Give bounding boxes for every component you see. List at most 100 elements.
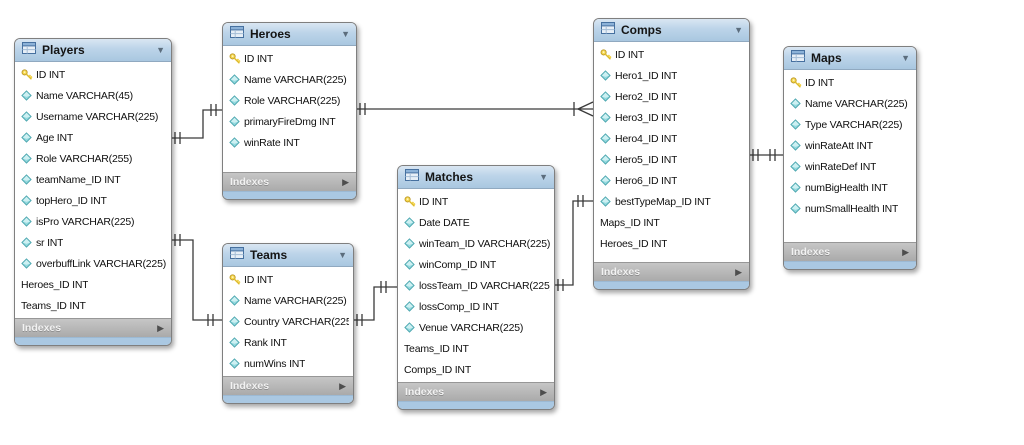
column-row[interactable]: Role VARCHAR(255) — [15, 148, 171, 169]
column-row[interactable]: Heroes_ID INT — [15, 274, 171, 295]
column-definition: overbuffLink VARCHAR(225) — [36, 257, 167, 270]
column-row[interactable]: Heroes_ID INT — [594, 233, 749, 254]
table-header[interactable]: Matches ▼ — [398, 166, 554, 189]
column-diamond-icon — [229, 295, 244, 306]
column-row[interactable]: ID INT — [223, 48, 356, 69]
column-row[interactable]: ID INT — [15, 64, 171, 85]
collapse-arrow-icon[interactable]: ▼ — [156, 44, 165, 55]
expand-arrow-icon[interactable]: ▶ — [339, 380, 346, 391]
column-row[interactable]: sr INT — [15, 232, 171, 253]
column-diamond-icon — [229, 337, 244, 348]
collapse-arrow-icon[interactable]: ▼ — [341, 28, 350, 39]
column-row[interactable]: Teams_ID INT — [15, 295, 171, 316]
column-row[interactable]: teamName_ID INT — [15, 169, 171, 190]
column-row[interactable]: Name VARCHAR(45) — [15, 85, 171, 106]
column-row[interactable]: Maps_ID INT — [594, 212, 749, 233]
column-row[interactable]: Name VARCHAR(225) — [784, 93, 916, 114]
expand-arrow-icon[interactable]: ▶ — [540, 386, 547, 397]
column-diamond-icon — [21, 237, 36, 248]
column-row[interactable]: Date DATE — [398, 212, 554, 233]
column-row[interactable]: bestTypeMap_ID INT — [594, 191, 749, 212]
indexes-bar[interactable]: Indexes▶ — [223, 172, 356, 191]
column-row[interactable]: winRate INT — [223, 132, 356, 153]
expand-arrow-icon[interactable]: ▶ — [735, 266, 742, 277]
column-row[interactable]: Hero2_ID INT — [594, 86, 749, 107]
column-row[interactable]: winRateAtt INT — [784, 135, 916, 156]
relationship-matches-comps[interactable] — [553, 195, 593, 291]
table-header[interactable]: Heroes▼ — [223, 23, 356, 46]
indexes-bar[interactable]: Indexes▶ — [223, 376, 353, 395]
column-row[interactable]: Role VARCHAR(225) — [223, 90, 356, 111]
column-row[interactable]: numBigHealth INT — [784, 177, 916, 198]
column-definition: lossTeam_ID VARCHAR(225) — [419, 279, 550, 292]
column-row[interactable]: ID INT — [398, 191, 554, 212]
column-row[interactable]: numSmallHealth INT — [784, 198, 916, 219]
column-row[interactable]: lossComp_ID INT — [398, 296, 554, 317]
table-title: Matches — [425, 170, 474, 184]
column-definition: Hero1_ID INT — [615, 69, 678, 82]
column-diamond-icon — [404, 322, 419, 333]
column-row[interactable]: Rank INT — [223, 332, 353, 353]
column-row[interactable]: overbuffLink VARCHAR(225) — [15, 253, 171, 274]
table-icon — [601, 21, 615, 39]
expand-arrow-icon[interactable]: ▶ — [157, 322, 164, 333]
relationship-comps-maps[interactable] — [748, 149, 783, 161]
indexes-bar[interactable]: Indexes▶ — [398, 382, 554, 401]
column-row[interactable]: Hero1_ID INT — [594, 65, 749, 86]
column-row[interactable]: Country VARCHAR(225) — [223, 311, 353, 332]
collapse-arrow-icon[interactable]: ▼ — [734, 24, 743, 35]
column-row[interactable]: Comps_ID INT — [398, 359, 554, 380]
column-definition: Teams_ID INT — [21, 299, 86, 312]
indexes-bar[interactable]: Indexes▶ — [15, 318, 171, 337]
column-row[interactable]: Type VARCHAR(225) — [784, 114, 916, 135]
column-row[interactable]: winComp_ID INT — [398, 254, 554, 275]
column-row[interactable]: winTeam_ID VARCHAR(225) — [398, 233, 554, 254]
column-row[interactable]: Hero6_ID INT — [594, 170, 749, 191]
table-header[interactable]: Teams▼ — [223, 244, 353, 267]
collapse-arrow-icon[interactable]: ▼ — [539, 171, 548, 182]
collapse-arrow-icon[interactable]: ▼ — [901, 52, 910, 63]
relationship-players-heroes[interactable] — [170, 104, 222, 144]
column-row[interactable]: ID INT — [784, 72, 916, 93]
relationship-players-teams[interactable] — [170, 234, 222, 326]
column-row[interactable]: Name VARCHAR(225) — [223, 290, 353, 311]
indexes-bar[interactable]: Indexes▶ — [784, 242, 916, 261]
column-row[interactable]: isPro VARCHAR(225) — [15, 211, 171, 232]
expand-arrow-icon[interactable]: ▶ — [902, 246, 909, 257]
column-row[interactable]: ID INT — [223, 269, 353, 290]
table-header[interactable]: Comps▼ — [594, 19, 749, 42]
relationship-teams-matches[interactable] — [352, 281, 397, 326]
column-row[interactable]: winRateDef INT — [784, 156, 916, 177]
table-maps[interactable]: Maps▼ID INT Name VARCHAR(225) Type VARCHAR… — [783, 46, 917, 270]
column-row[interactable]: Age INT — [15, 127, 171, 148]
column-definition: numWins INT — [244, 357, 306, 370]
column-row[interactable]: Hero5_ID INT — [594, 149, 749, 170]
column-row[interactable]: lossTeam_ID VARCHAR(225) — [398, 275, 554, 296]
expand-arrow-icon[interactable]: ▶ — [342, 176, 349, 187]
column-row[interactable]: Hero4_ID INT — [594, 128, 749, 149]
column-row[interactable]: Hero3_ID INT — [594, 107, 749, 128]
column-row[interactable]: Name VARCHAR(225) — [223, 69, 356, 90]
table-header[interactable]: Maps▼ — [784, 47, 916, 70]
table-footer-strip — [398, 401, 554, 409]
column-row[interactable]: ID INT — [594, 44, 749, 65]
column-row[interactable]: topHero_ID INT — [15, 190, 171, 211]
column-definition: Name VARCHAR(225) — [805, 97, 908, 110]
column-row[interactable]: Username VARCHAR(225) — [15, 106, 171, 127]
column-definition: Hero4_ID INT — [615, 132, 678, 145]
primary-key-icon — [600, 48, 615, 61]
column-row[interactable]: Venue VARCHAR(225) — [398, 317, 554, 338]
column-row[interactable]: Teams_ID INT — [398, 338, 554, 359]
relationship-heroes-comps[interactable] — [355, 101, 594, 117]
column-row[interactable]: primaryFireDmg INT — [223, 111, 356, 132]
collapse-arrow-icon[interactable]: ▼ — [338, 249, 347, 260]
table-header[interactable]: Players▼ — [15, 39, 171, 62]
column-row[interactable]: numWins INT — [223, 353, 353, 374]
column-diamond-icon — [404, 259, 419, 270]
indexes-bar[interactable]: Indexes▶ — [594, 262, 749, 281]
